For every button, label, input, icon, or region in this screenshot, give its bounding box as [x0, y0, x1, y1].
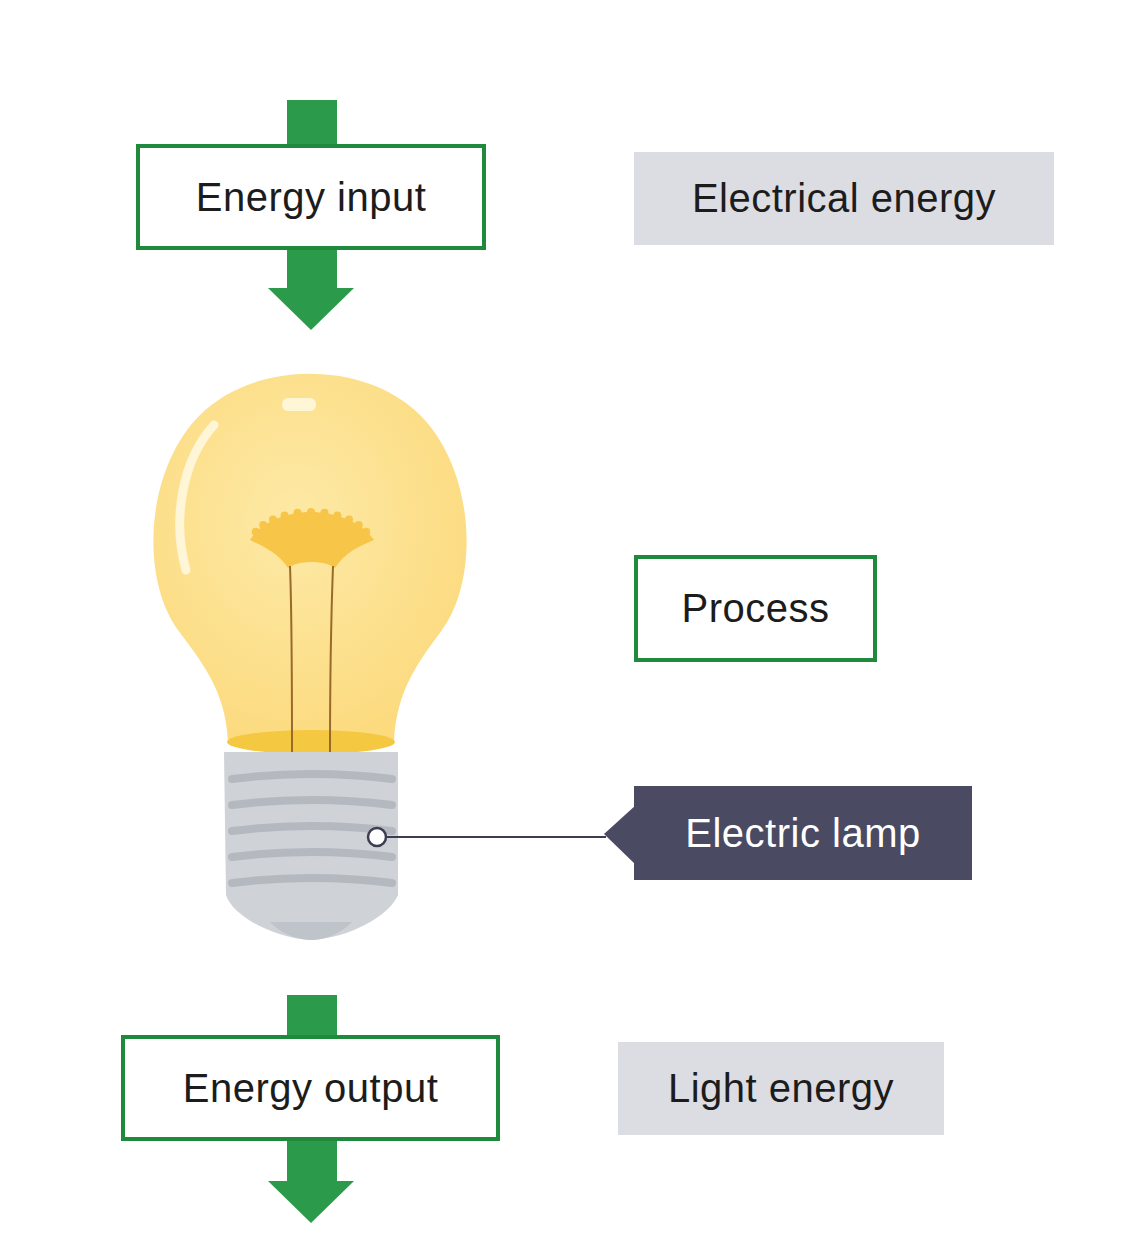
leader-line — [368, 805, 636, 865]
filament-tooth — [293, 509, 301, 517]
screw-thread — [232, 826, 392, 831]
screw-thread — [232, 852, 392, 857]
energy-output-box: Energy output — [121, 1035, 500, 1141]
filament-tooth — [252, 528, 260, 536]
filament-tooth — [345, 516, 353, 524]
filament-tooth — [281, 511, 289, 519]
screw-thread — [232, 800, 392, 805]
box-text: Energy output — [183, 1066, 439, 1111]
filament-tooth — [333, 511, 341, 519]
filament-tooth — [259, 521, 267, 529]
filament-tooth — [269, 516, 277, 524]
filament-tooth — [307, 508, 315, 516]
screw-thread — [232, 774, 392, 779]
filament-tooth — [321, 509, 329, 517]
box-text: Energy input — [196, 175, 427, 220]
energy-form-box: Light energy — [618, 1042, 944, 1135]
process-box: Process — [634, 555, 877, 662]
screw-thread — [232, 878, 392, 883]
box-text: Process — [682, 586, 830, 631]
box-text: Electric lamp — [685, 811, 920, 856]
energy-form-box: Electrical energy — [634, 152, 1054, 245]
filament-tooth — [362, 528, 370, 536]
energy-input-box: Energy input — [136, 144, 486, 250]
box-text: Electrical energy — [692, 176, 996, 221]
callout-label: Electric lamp — [634, 786, 972, 880]
filament-tooth — [355, 521, 363, 529]
lamp-bulb — [153, 374, 466, 940]
box-text: Light energy — [668, 1066, 894, 1111]
